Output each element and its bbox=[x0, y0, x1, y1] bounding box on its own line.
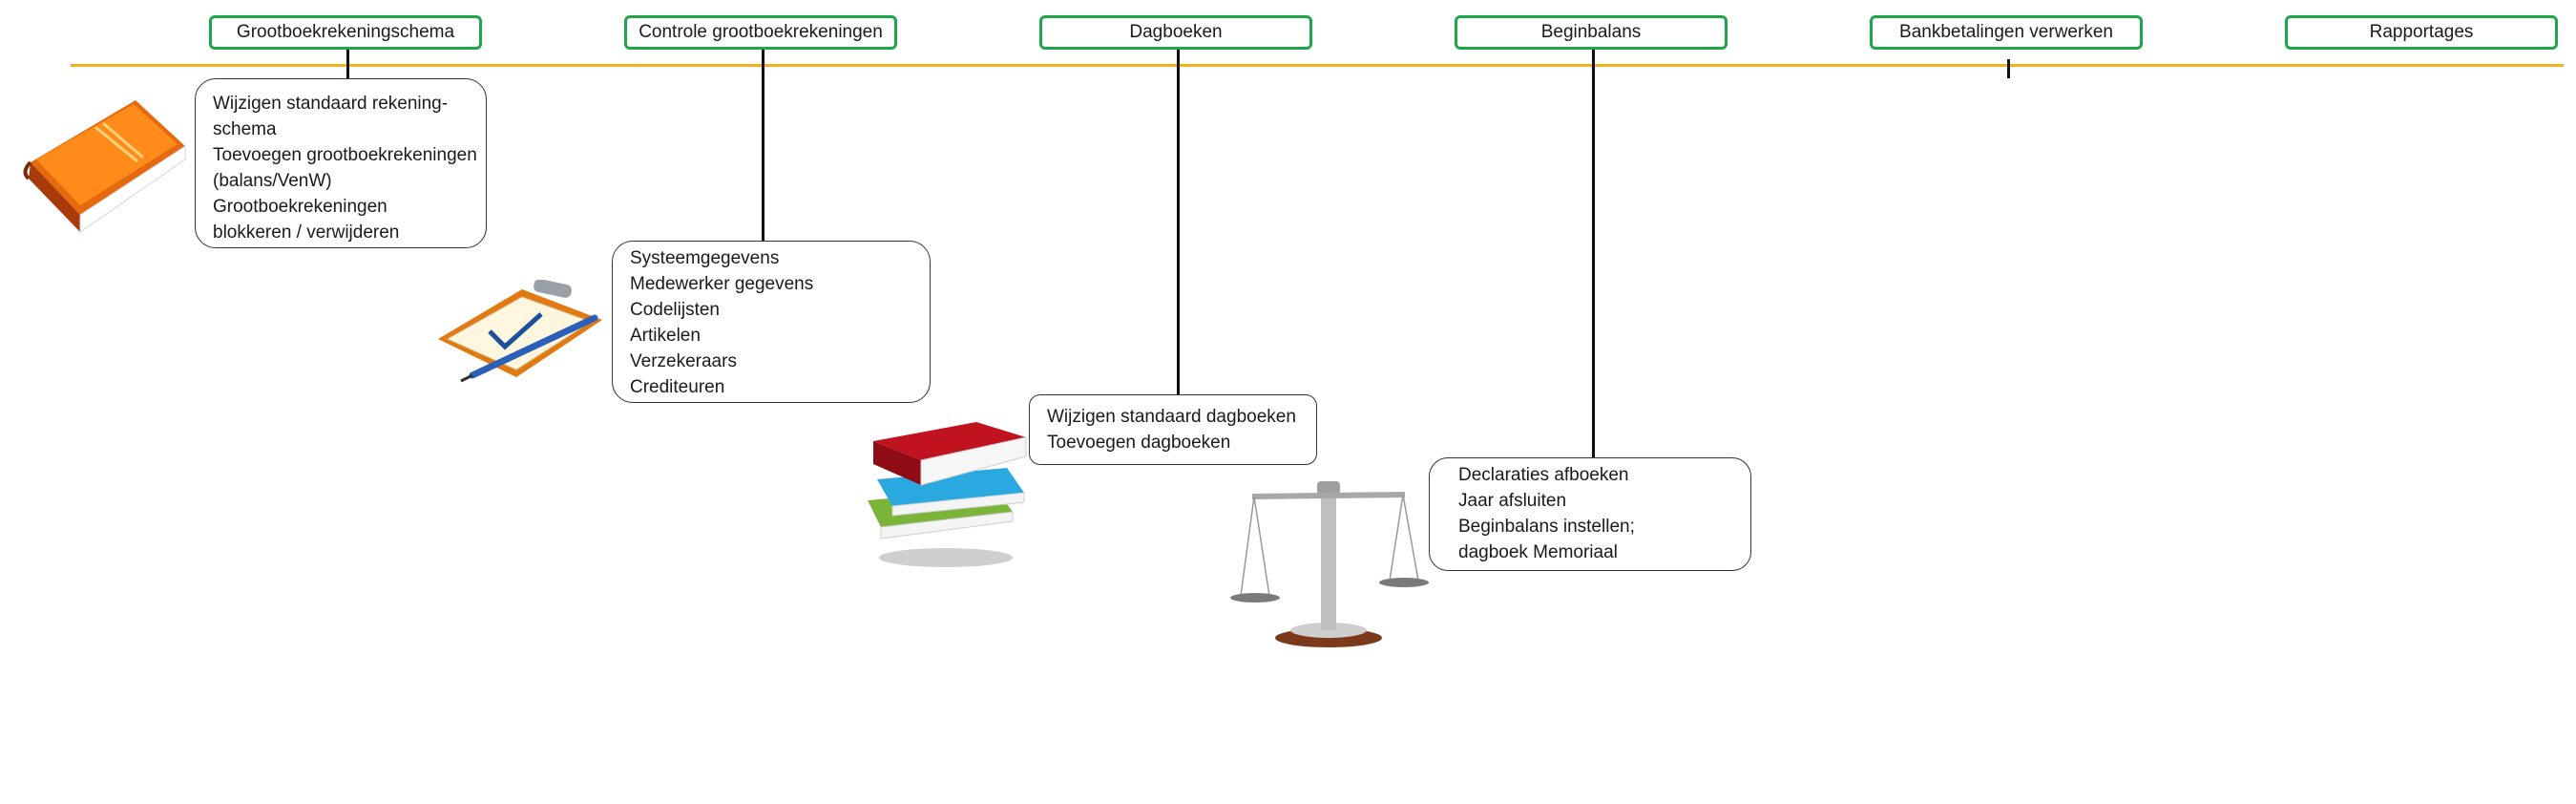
card-line: Jaar afsluiten bbox=[1458, 491, 1567, 511]
step-beginbalans: Beginbalans bbox=[1455, 15, 1728, 50]
step-controle-grootboekrekeningen: Controle grootboekrekeningen bbox=[624, 15, 897, 50]
book-icon bbox=[23, 100, 186, 233]
card-line: Codelijsten bbox=[630, 300, 720, 320]
card-line: Declaraties afboeken bbox=[1458, 465, 1629, 485]
card-line: Artikelen bbox=[630, 326, 701, 346]
card-dagboeken: Wijzigen standaard dagboeken Toevoegen d… bbox=[1029, 394, 1317, 465]
step-bankbetalingen-verwerken: Bankbetalingen verwerken bbox=[1870, 15, 2143, 50]
card-beginbalans: Declaraties afboeken Jaar afsluiten Begi… bbox=[1429, 457, 1751, 571]
timeline bbox=[71, 64, 2564, 67]
card-line: Wijzigen standaard rekening- bbox=[213, 94, 449, 114]
card-line: Toevoegen grootboekrekeningen bbox=[213, 145, 477, 165]
card-line: Medewerker gegevens bbox=[630, 274, 814, 294]
card-line: Toevoegen dagboeken bbox=[1047, 433, 1231, 453]
clipboard-icon bbox=[438, 280, 602, 383]
step-rapportages: Rapportages bbox=[2285, 15, 2558, 50]
books-stack-icon bbox=[868, 422, 1027, 567]
card-controle-grootboekrekeningen: Systeemgegevens Medewerker gegevens Code… bbox=[612, 241, 931, 403]
card-line: blokkeren / verwijderen bbox=[213, 222, 400, 243]
connector-line bbox=[1177, 50, 1180, 395]
card-line: schema bbox=[213, 119, 277, 139]
card-grootboekrekeningschema: Wijzigen standaard rekening- schema Toev… bbox=[195, 78, 487, 248]
connector-line bbox=[346, 50, 349, 78]
card-line: Verzekeraars bbox=[630, 351, 737, 371]
card-line: Wijzigen standaard dagboeken bbox=[1047, 407, 1296, 427]
step-grootboekrekeningschema: Grootboekrekeningschema bbox=[209, 15, 482, 50]
card-line: Beginbalans instellen; bbox=[1458, 517, 1635, 537]
card-line: Grootboekrekeningen bbox=[213, 197, 387, 217]
connector-line bbox=[1592, 50, 1595, 457]
card-line: Crediteuren bbox=[630, 377, 725, 397]
connector-line bbox=[2007, 59, 2010, 78]
card-line: Systeemgegevens bbox=[630, 248, 780, 268]
card-line: (balans/VenW) bbox=[213, 171, 332, 191]
connector-line bbox=[762, 50, 764, 241]
scales-icon bbox=[1230, 481, 1429, 647]
card-line: dagboek Memoriaal bbox=[1458, 542, 1618, 562]
step-dagboeken: Dagboeken bbox=[1039, 15, 1312, 50]
